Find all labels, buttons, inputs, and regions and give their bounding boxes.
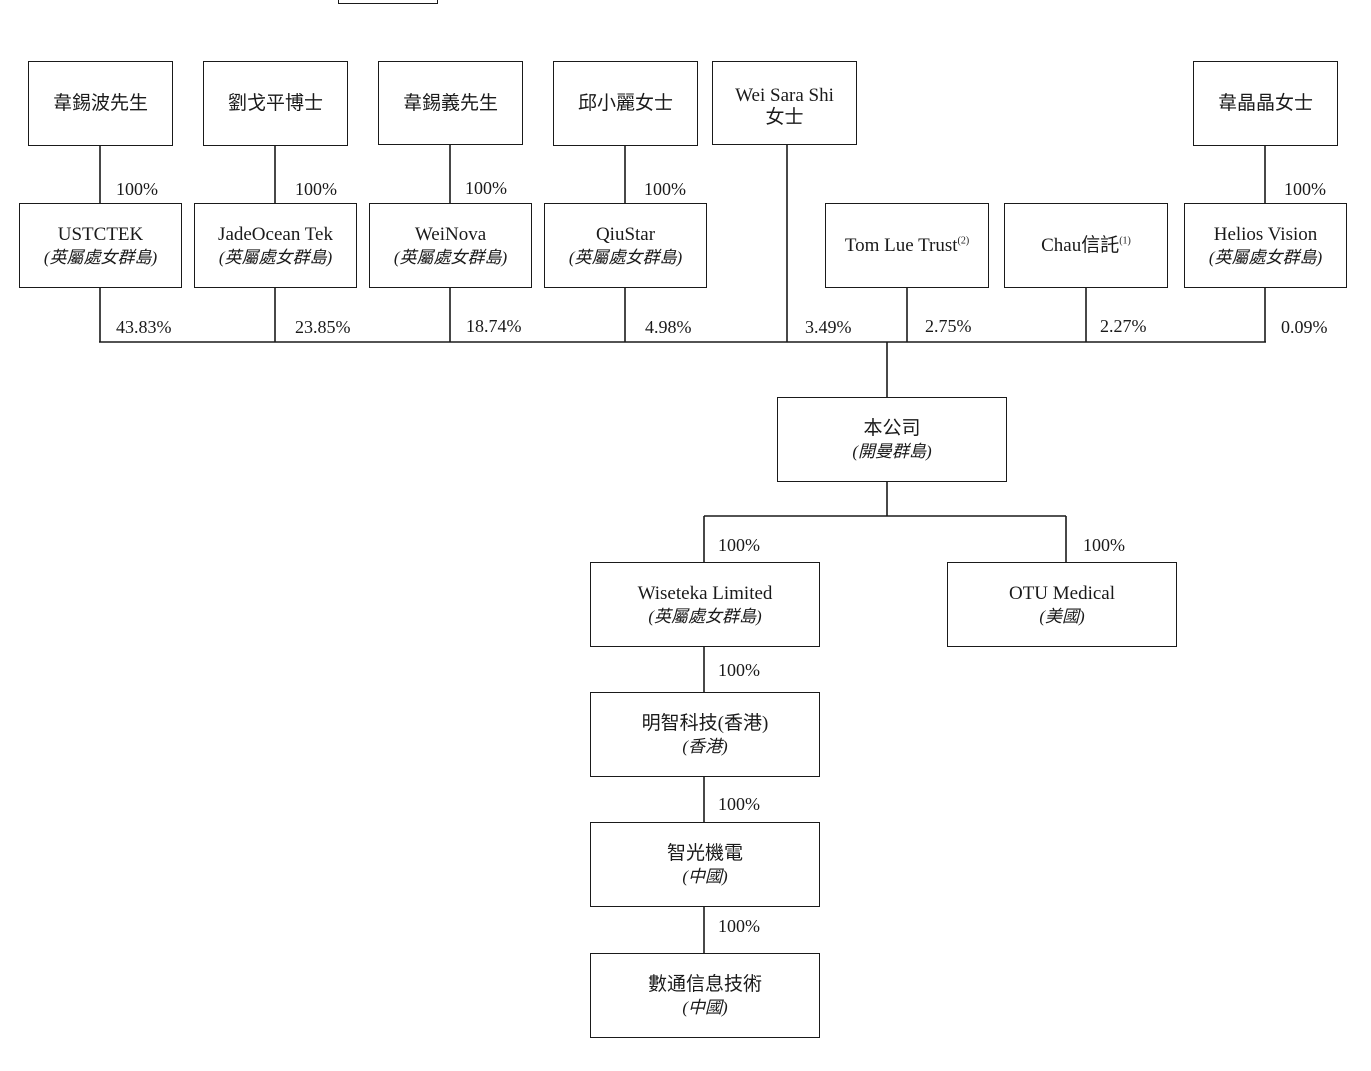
box-label: Tom Lue Trust(2) (845, 234, 969, 257)
footnote-marker: (2) (957, 235, 970, 247)
subsidiary-box-mingzhi-hk: 明智科技(香港) (香港) (590, 692, 820, 777)
box-label: Wei Sara Shi (735, 85, 834, 106)
box-label: Wiseteka Limited (637, 582, 773, 604)
box-sublabel: (美國) (1039, 606, 1085, 626)
ownership-percentage: 100% (1083, 535, 1125, 555)
shareholder-box-qiu-xiaoli: 邱小麗女士 (553, 61, 698, 146)
box-label: WeiNova (414, 223, 487, 245)
box-label-text: Chau信託 (1041, 235, 1120, 256)
ownership-percentage: 100% (718, 660, 760, 680)
shareholder-box-wei-xiyi: 韋錫義先生 (378, 61, 523, 145)
box-label: QiuStar (595, 223, 656, 245)
footnote-marker: (1) (1119, 235, 1131, 247)
box-label: 韋晶晶女士 (1217, 93, 1313, 114)
box-label: 明智科技(香港) (641, 712, 769, 734)
holdco-box-weinova: WeiNova (英屬處女群島) (369, 203, 532, 288)
box-label: 韋錫波先生 (52, 93, 148, 114)
ownership-percentage: 100% (718, 794, 760, 814)
ownership-percentage: 23.85% (295, 317, 351, 337)
box-sublabel: (香港) (682, 736, 728, 756)
ownership-percentage: 3.49% (805, 317, 852, 337)
subsidiary-box-shutong: 數通信息技術 (中國) (590, 953, 820, 1038)
ownership-percentage: 100% (644, 179, 686, 199)
box-label: USTCTEK (57, 223, 144, 245)
box-sublabel: (中國) (682, 866, 728, 886)
subsidiary-box-zhiguang: 智光機電 (中國) (590, 822, 820, 907)
box-label: 韋錫義先生 (402, 92, 498, 114)
shareholder-box-wei-xibo: 韋錫波先生 (28, 61, 173, 146)
box-label: 劉戈平博士 (227, 93, 323, 114)
holdco-box-qiustar: QiuStar (英屬處女群島) (544, 203, 707, 288)
box-sublabel: (英屬處女群島) (568, 247, 683, 267)
subsidiary-box-otu-medical: OTU Medical (美國) (947, 562, 1177, 647)
ownership-percentage: 43.83% (116, 317, 172, 337)
company-box: 本公司 (開曼群島) (777, 397, 1007, 482)
holdco-box-jadeocean: JadeOcean Tek (英屬處女群島) (194, 203, 357, 288)
ownership-percentage: 100% (116, 179, 158, 199)
ownership-percentage: 18.74% (466, 316, 522, 336)
holdco-box-chau-trust: Chau信託(1) (1004, 203, 1168, 288)
holdco-box-ustctek: USTCTEK (英屬處女群島) (19, 203, 182, 288)
box-sublabel: (英屬處女群島) (218, 247, 333, 267)
box-label: 邱小麗女士 (577, 93, 673, 114)
ownership-percentage: 2.27% (1100, 316, 1147, 336)
box-label: JadeOcean Tek (218, 223, 333, 245)
shareholder-box-wei-sara-shi: Wei Sara Shi 女士 (712, 61, 857, 145)
ownership-percentage: 100% (465, 178, 507, 198)
ownership-percentage: 0.09% (1281, 317, 1328, 337)
box-sublabel: (英屬處女群島) (393, 247, 508, 267)
box-label: Chau信託(1) (1041, 234, 1131, 257)
ownership-percentage: 100% (1284, 179, 1326, 199)
box-sublabel: (英屬處女群島) (648, 606, 762, 626)
ownership-percentage: 100% (718, 535, 760, 555)
ownership-percentage: 2.75% (925, 316, 972, 336)
box-sublabel: (開曼群島) (852, 441, 932, 461)
cropped-header-bracket (338, 0, 438, 4)
box-sublabel: 女士 (765, 107, 804, 128)
box-label: 本公司 (863, 417, 921, 439)
box-sublabel: (英屬處女群島) (43, 247, 158, 267)
ownership-percentage: 100% (295, 179, 337, 199)
box-label: 數通信息技術 (647, 973, 762, 995)
ownership-percentage: 100% (718, 916, 760, 936)
shareholder-box-wei-jingjing: 韋晶晶女士 (1193, 61, 1338, 146)
holdco-box-tom-lue-trust: Tom Lue Trust(2) (825, 203, 989, 288)
holdco-box-helios-vision: Helios Vision (英屬處女群島) (1184, 203, 1347, 288)
box-label: OTU Medical (1008, 582, 1116, 604)
shareholder-box-liu-geping: 劉戈平博士 (203, 61, 348, 146)
subsidiary-box-wiseteka: Wiseteka Limited (英屬處女群島) (590, 562, 820, 647)
box-sublabel: (中國) (682, 997, 728, 1017)
box-label: 智光機電 (666, 842, 743, 864)
box-label-text: Tom Lue Trust (844, 235, 958, 256)
box-label: Helios Vision (1213, 223, 1318, 245)
box-sublabel: (英屬處女群島) (1208, 247, 1323, 267)
ownership-percentage: 4.98% (645, 317, 692, 337)
